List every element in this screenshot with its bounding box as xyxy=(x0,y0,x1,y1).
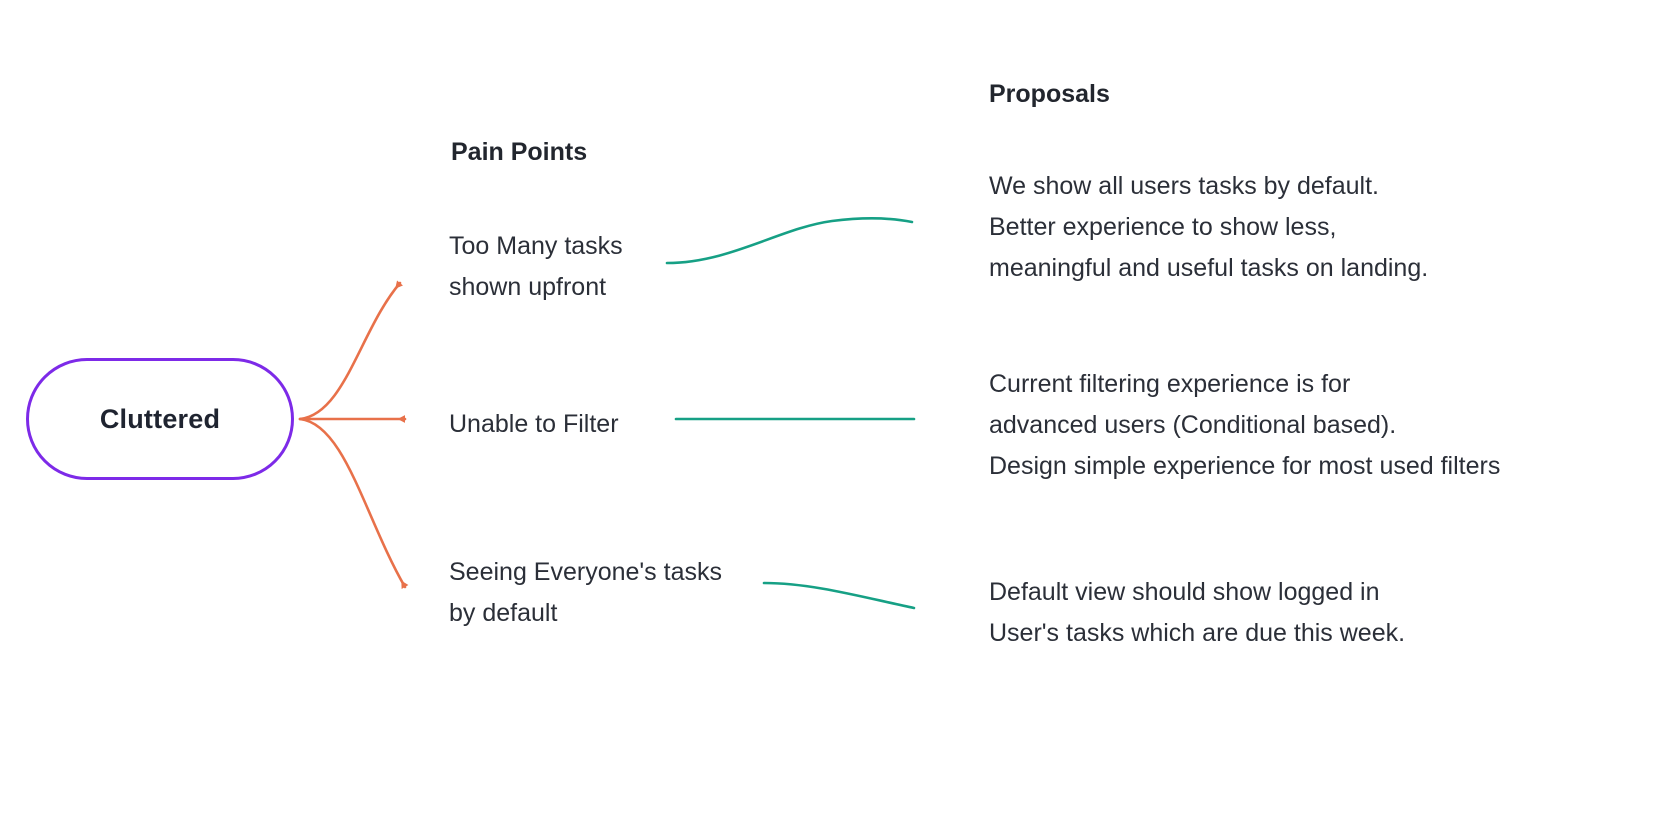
pain-point-item[interactable]: Unable to Filter xyxy=(449,410,619,438)
proposal-item[interactable]: Default view should show logged in User'… xyxy=(989,578,1406,647)
column-heading-proposals: Proposals xyxy=(989,80,1110,108)
edge-root-to-pain-2 xyxy=(298,417,409,589)
column-heading-pain-points: Pain Points xyxy=(451,138,588,166)
root-node-cluttered[interactable]: Cluttered xyxy=(26,358,294,480)
pain-point-item[interactable]: Seeing Everyone's tasks by default xyxy=(449,558,722,627)
proposal-item[interactable]: Current filtering experience is for adva… xyxy=(989,370,1501,480)
pain-point-item[interactable]: Too Many tasks shown upfront xyxy=(449,232,623,301)
root-node-label: Cluttered xyxy=(99,403,221,434)
edge-root-to-pain-0 xyxy=(298,280,403,421)
proposal-item[interactable]: We show all users tasks by default. Bett… xyxy=(989,172,1429,282)
